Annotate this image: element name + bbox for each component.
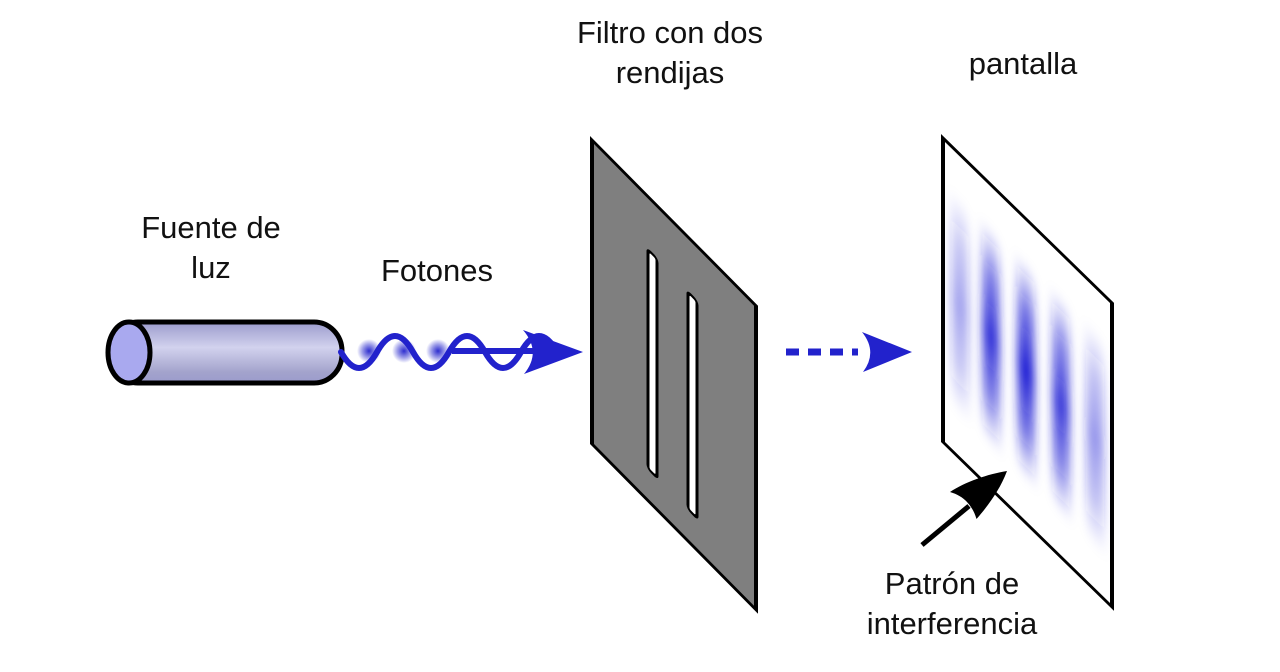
filter-panel [590,135,758,614]
interference-stripe [951,190,969,423]
screen-label: pantalla [969,44,1078,84]
double-slit-filter [590,135,758,614]
interference-pattern [951,190,1104,556]
propagation-dashed-arrow [786,332,912,372]
interference-stripe [1052,288,1070,522]
photon-arrowhead-icon [523,330,583,374]
interference-stripe [982,220,1000,454]
slit-left [646,249,659,479]
pattern-label-line2: interferencia [866,606,1038,641]
interference-stripe [1086,321,1104,556]
screen-panel [941,134,1114,611]
filter-label: Filtro con dos rendijas [577,13,763,93]
interference-stripe [1017,254,1035,488]
photons-label: Fotones [381,251,493,291]
light-source-label-line1: Fuente de [141,210,281,245]
photons-label-text: Fotones [380,253,494,288]
photon-wave-arrow [338,330,583,374]
light-source-label: Fuente de luz [141,208,281,288]
cylinder-end-cap [105,319,153,386]
pointer-arrow-shaft [920,504,971,547]
filter-label-line1: Filtro con dos [576,15,764,50]
screen-label-text: pantalla [968,46,1078,81]
pattern-label-line1: Patrón de [884,566,1020,601]
filter-label-line2: rendijas [615,55,725,90]
dashed-arrowhead-icon [862,332,912,372]
pointer-arrowhead-icon [950,471,1007,519]
light-source-label-line2: luz [191,250,231,285]
interference-pointer-arrow [920,471,1007,547]
interference-pattern-label: Patrón de interferencia [867,564,1038,644]
slit-right [686,291,699,519]
light-source-cylinder [105,319,345,386]
